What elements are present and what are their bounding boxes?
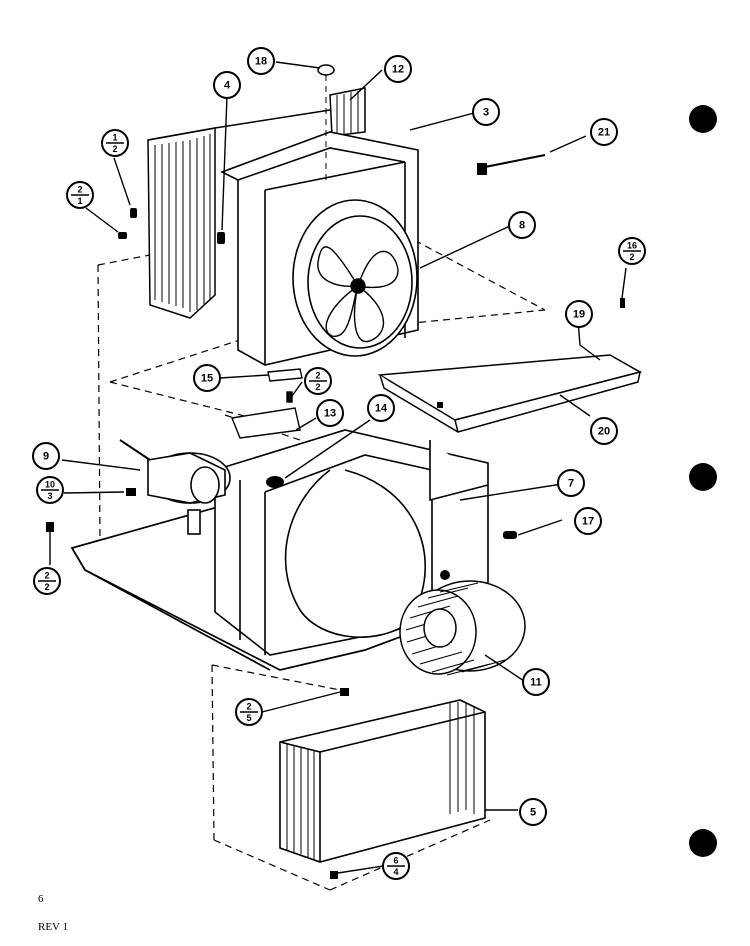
callout-denominator: 1 [77, 196, 82, 206]
callout-label: 12 [392, 64, 404, 76]
callout-label: 13 [324, 408, 336, 420]
leader-lines [49, 61, 627, 874]
evaporator-coil [279, 699, 486, 863]
callout-label: 11 [530, 677, 542, 689]
callout-numerator: 2 [246, 702, 251, 712]
callout-fraction-2-2: 22 [33, 567, 61, 595]
callout-label: 21 [598, 127, 610, 139]
blower-wheel [399, 580, 526, 676]
callout-fraction-2-1: 21 [66, 181, 94, 209]
screw [437, 402, 443, 408]
clip-parts [46, 476, 517, 879]
callout-numerator: 2 [77, 185, 82, 195]
callout-label: 17 [582, 516, 594, 528]
callout-denominator: 2 [44, 582, 49, 592]
callout-label: 4 [224, 80, 231, 92]
page-number: 6 [38, 893, 44, 905]
callout-label: 5 [530, 807, 536, 819]
callout-numerator: 2 [44, 571, 49, 581]
callout-19: 19 [565, 300, 593, 328]
callout-label: 18 [255, 56, 267, 68]
callout-fraction-10-3: 103 [36, 476, 64, 504]
callout-3: 3 [472, 98, 500, 126]
callout-fraction-2-5: 25 [235, 698, 263, 726]
callout-12: 12 [384, 55, 412, 83]
callout-denominator: 4 [393, 867, 398, 877]
callout-fraction-2-2: 22 [304, 367, 332, 395]
callout-label: 7 [568, 478, 574, 490]
callout-9: 9 [32, 442, 60, 470]
callout-numerator: 2 [315, 371, 320, 381]
callout-label: 14 [375, 403, 388, 415]
callout-21: 21 [590, 118, 618, 146]
callout-20: 20 [590, 417, 618, 445]
callout-label: 19 [573, 309, 585, 321]
callout-label: 3 [483, 107, 489, 119]
binder-hole-bottom [689, 829, 717, 857]
callout-fraction-6-4: 64 [382, 852, 410, 880]
callout-denominator: 2 [315, 382, 320, 392]
callout-fraction-1-2: 12 [101, 129, 129, 157]
cap-part [317, 64, 335, 76]
callout-8: 8 [508, 211, 536, 239]
callout-13: 13 [316, 399, 344, 427]
revision-label: REV 1 [38, 921, 69, 933]
callout-denominator: 5 [246, 713, 251, 723]
callout-fraction-16-2: 162 [618, 237, 646, 265]
condenser-coil [147, 87, 366, 319]
callout-7: 7 [557, 469, 585, 497]
callout-denominator: 3 [47, 491, 52, 501]
screws-left [118, 208, 225, 244]
callout-18: 18 [247, 47, 275, 75]
callout-numerator: 6 [393, 856, 398, 866]
callout-17: 17 [574, 507, 602, 535]
callout-numerator: 16 [627, 241, 637, 251]
binder-hole-top [689, 105, 717, 133]
rod-part [477, 154, 546, 175]
callout-label: 15 [201, 373, 213, 385]
callout-numerator: 1 [112, 133, 117, 143]
screw [620, 298, 625, 308]
callout-denominator: 2 [112, 144, 117, 154]
assembly-outline-lower [211, 664, 491, 891]
callout-numerator: 10 [45, 480, 55, 490]
callout-4: 4 [213, 71, 241, 99]
brackets [231, 368, 303, 439]
callout-label: 8 [519, 220, 525, 232]
fan-blade [317, 246, 399, 343]
callout-label: 20 [598, 426, 610, 438]
callout-11: 11 [522, 668, 550, 696]
callout-15: 15 [193, 364, 221, 392]
fan-motor [119, 439, 231, 535]
callout-denominator: 2 [629, 252, 634, 262]
callout-5: 5 [519, 798, 547, 826]
binder-hole-middle [689, 463, 717, 491]
fan-shroud [219, 131, 419, 366]
top-cover-panel [377, 354, 642, 433]
callout-label: 9 [43, 451, 49, 463]
callout-14: 14 [367, 394, 395, 422]
